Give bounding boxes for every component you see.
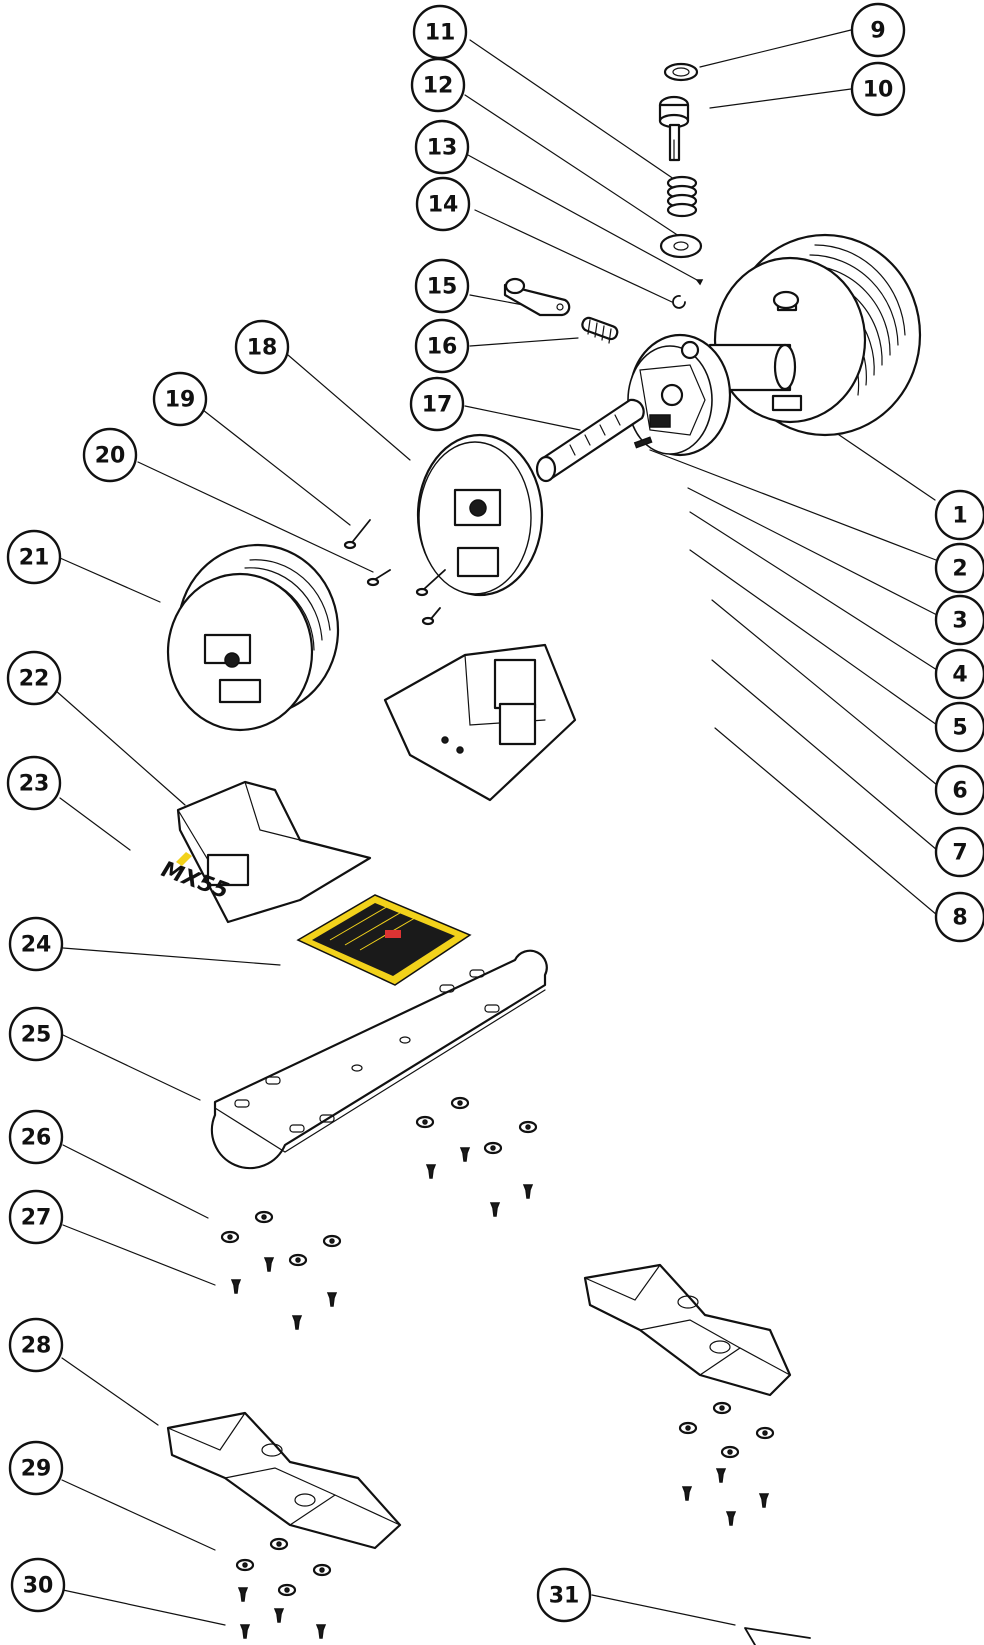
washer-9 [663,62,699,82]
callout-14: 14 [415,176,471,232]
callout-26: 26 [8,1109,64,1165]
callout-27: 27 [8,1189,64,1245]
callout-24-text: 24 [21,933,52,958]
callout-20: 20 [82,427,138,483]
spring-16 [581,316,619,344]
callout-16: 16 [414,318,470,374]
callout-29-text: 29 [21,1457,52,1482]
callout-18-text: 18 [247,336,278,361]
tray-22 [176,780,372,924]
callout-25-text: 25 [21,1023,52,1048]
label-decal-24 [296,894,472,986]
callout-11: 11 [412,4,468,60]
callout-10-text: 10 [863,78,894,103]
callout-2-text: 2 [952,557,967,582]
callout-15: 15 [414,258,470,314]
lever-15 [503,277,571,317]
end-plate-18 [416,433,544,597]
callout-28-text: 28 [21,1334,52,1359]
callout-3-text: 3 [952,609,967,634]
callout-10: 10 [850,61,906,117]
washers-screws-26-27 [220,1210,342,1330]
callout-31: 31 [536,1567,592,1623]
callout-5: 5 [934,701,984,753]
leader-lines [54,29,938,1626]
callout-1: 1 [934,489,984,541]
gear-12 [659,233,703,259]
callout-12: 12 [410,57,466,113]
callout-3: 3 [934,594,984,646]
callout-28: 28 [8,1317,64,1373]
spring-11 [666,175,698,218]
callout-24: 24 [8,916,64,972]
callout-15-text: 15 [427,275,458,300]
callout-6: 6 [934,764,984,816]
foot-28 [166,1411,402,1550]
callout-23: 23 [6,755,62,811]
callout-8-text: 8 [952,906,967,931]
callout-16-text: 16 [427,335,458,360]
callout-22-text: 22 [19,667,50,692]
callout-20-text: 20 [95,444,126,469]
washers-screws-right-foot [678,1401,775,1526]
callout-13-text: 13 [427,136,458,161]
callout-6-text: 6 [952,779,967,804]
foot-right [583,1263,792,1397]
screws-19-20 [343,519,446,626]
callout-21: 21 [6,529,62,585]
knob-10 [658,95,690,162]
callout-29: 29 [8,1440,64,1496]
callout-9: 9 [850,2,906,58]
callout-4-text: 4 [952,663,967,688]
callout-14-text: 14 [428,193,459,218]
callout-31-text: 31 [549,1584,580,1609]
callout-11-text: 11 [425,21,456,46]
callout-7: 7 [934,826,984,878]
callout-18: 18 [234,319,290,375]
callout-23-text: 23 [19,772,50,797]
callout-9-text: 9 [870,19,885,44]
callout-13: 13 [414,119,470,175]
callout-8: 8 [934,891,984,943]
callout-30: 30 [10,1557,66,1613]
callout-19-text: 19 [165,388,196,413]
selector-hub-assembly [627,333,797,457]
allen-key-31 [744,1627,811,1645]
base-plate-25 [210,949,548,1170]
weight-stack-right [713,233,922,437]
clip-14 [672,295,686,309]
callout-12-text: 12 [423,74,454,99]
callout-27-text: 27 [21,1206,52,1231]
tray-right [383,643,577,802]
pin-13 [695,279,704,286]
callout-30-text: 30 [23,1574,54,1599]
callout-5-text: 5 [952,716,967,741]
callout-25: 25 [8,1006,64,1062]
callout-1-text: 1 [952,504,967,529]
washers-screws-29-30 [235,1537,332,1639]
callout-19: 19 [152,371,208,427]
callout-7-text: 7 [952,841,967,866]
callout-21-text: 21 [19,546,50,571]
callout-4: 4 [934,648,984,700]
weight-stack-left-21 [166,543,340,732]
callout-2: 2 [934,542,984,594]
callout-17: 17 [409,376,465,432]
washers-screws-plate [415,1096,538,1217]
callout-17-text: 17 [422,393,453,418]
shaft-17 [535,398,653,483]
callout-26-text: 26 [21,1126,52,1151]
callout-22: 22 [6,650,62,706]
